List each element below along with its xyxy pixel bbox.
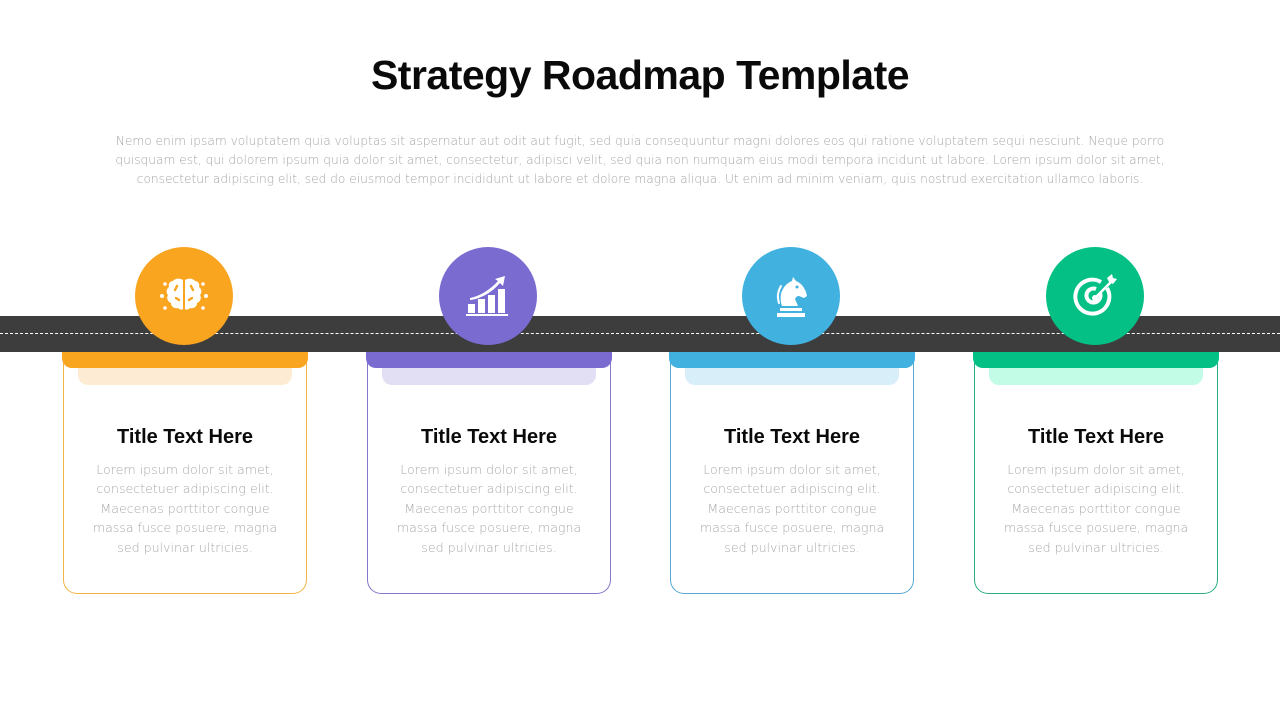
- slide-title: Strategy Roadmap Template: [370, 52, 910, 98]
- chess-knight-icon: [776, 277, 807, 317]
- step-card-1: Title Text Here Lorem ipsum dolor sit am…: [62, 352, 308, 594]
- card-body: Lorem ipsum dolor sit amet, consectetuer…: [396, 462, 582, 555]
- target-arrow-icon: [1073, 274, 1117, 316]
- card-title: Title Text Here: [421, 426, 557, 448]
- growth-chart-icon: [466, 276, 508, 316]
- card-band-light: [78, 368, 292, 385]
- card-body: Lorem ipsum dolor sit amet, consectetuer…: [1003, 462, 1189, 555]
- card-band-light: [989, 368, 1203, 385]
- road-center-dash: [0, 333, 1280, 334]
- card-body: Lorem ipsum dolor sit amet, consectetuer…: [699, 462, 885, 555]
- card-band-light: [685, 368, 899, 385]
- card-title: Title Text Here: [1028, 426, 1164, 448]
- step-icon-circle-1: [135, 247, 233, 345]
- step-icon-circle-2: [439, 247, 537, 345]
- step-icon-circle-4: [1046, 247, 1144, 345]
- slide-subtitle: Nemo enim ipsam voluptatem quia voluptas…: [115, 134, 1165, 186]
- card-band: [62, 352, 308, 368]
- card-band: [973, 352, 1219, 368]
- step-card-3: Title Text Here Lorem ipsum dolor sit am…: [669, 352, 915, 594]
- card-title: Title Text Here: [724, 426, 860, 448]
- card-band: [366, 352, 612, 368]
- card-band: [669, 352, 915, 368]
- step-icon-circle-3: [742, 247, 840, 345]
- step-card-4: Title Text Here Lorem ipsum dolor sit am…: [973, 352, 1219, 594]
- brain-icon: [160, 278, 208, 310]
- step-card-2: Title Text Here Lorem ipsum dolor sit am…: [366, 352, 612, 594]
- card-body: Lorem ipsum dolor sit amet, consectetuer…: [92, 462, 278, 555]
- card-title: Title Text Here: [117, 426, 253, 448]
- card-band-light: [382, 368, 596, 385]
